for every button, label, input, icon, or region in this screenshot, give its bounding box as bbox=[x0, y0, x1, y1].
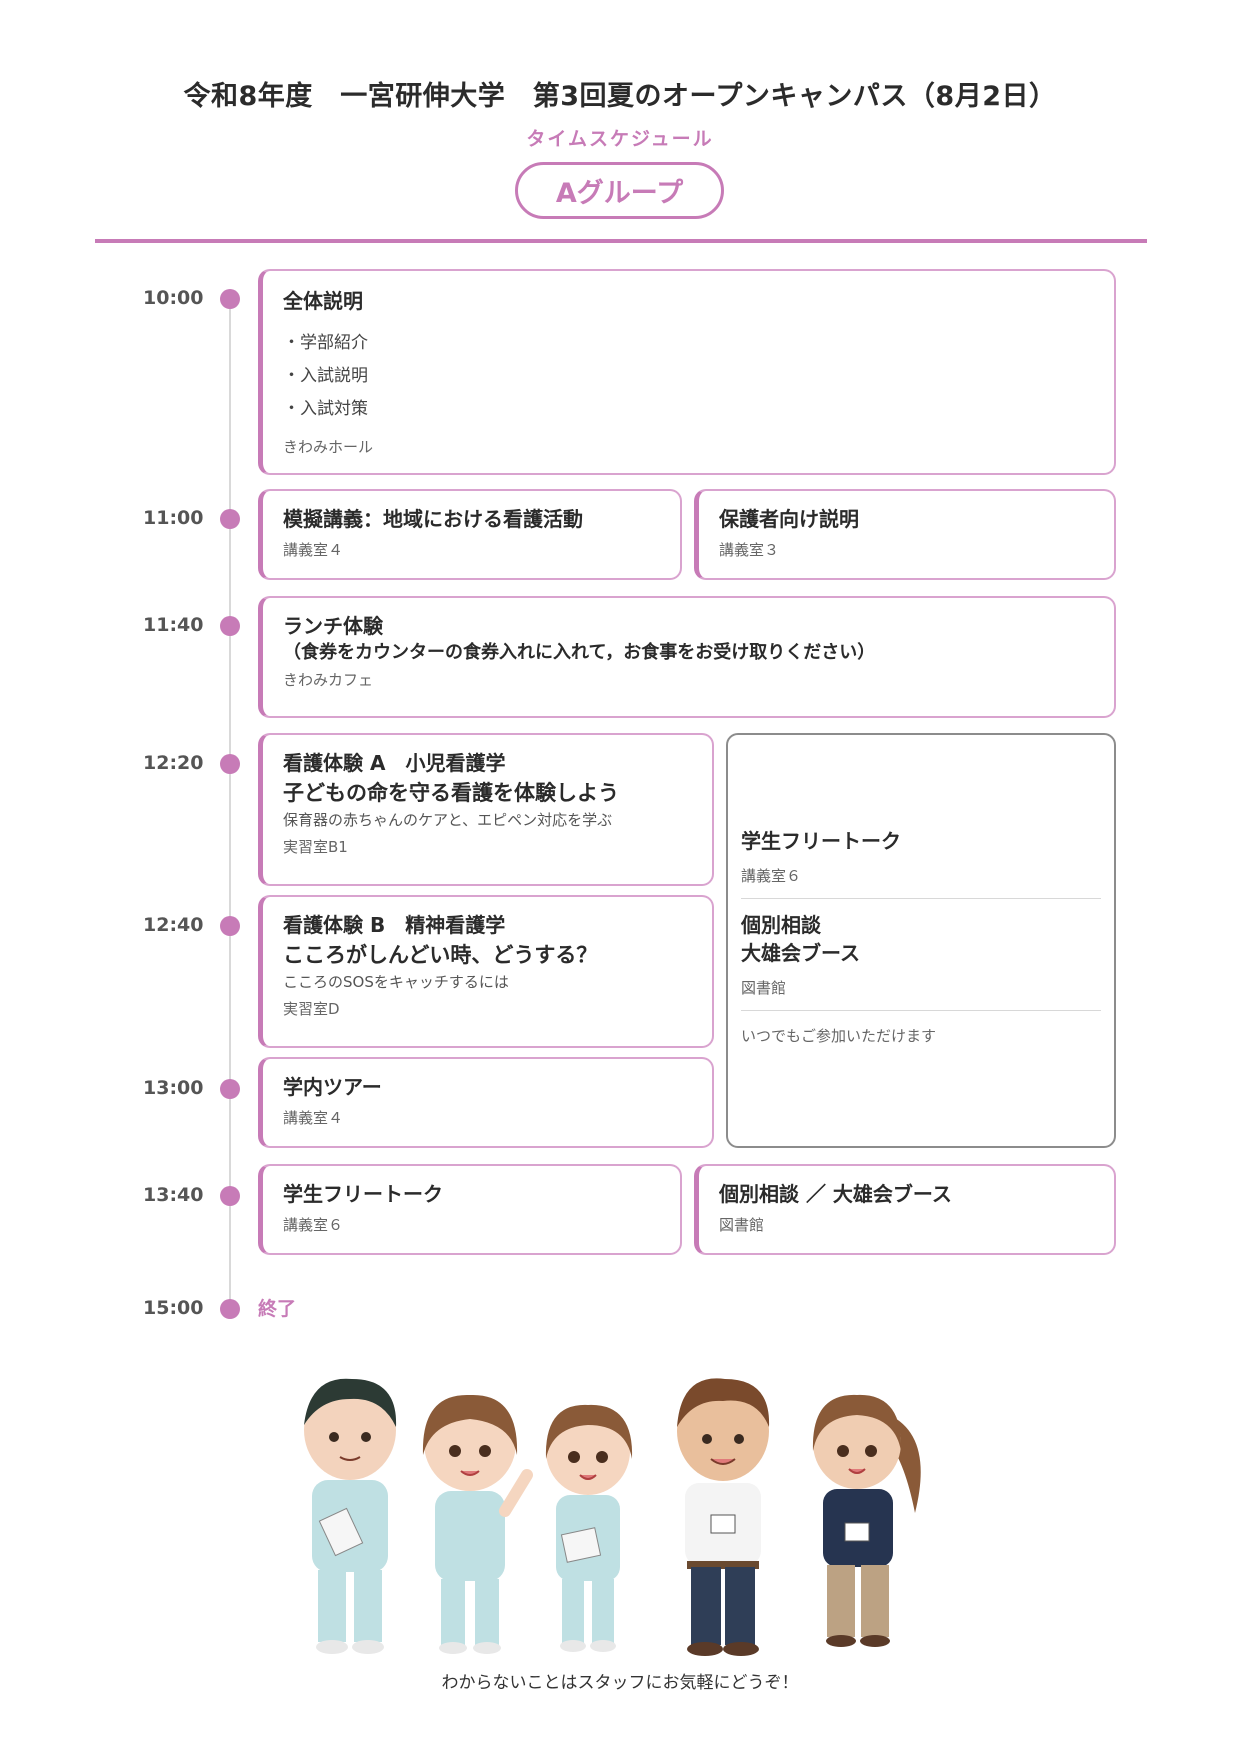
card-location: きわみホール bbox=[283, 438, 374, 456]
group-label: Aグループ bbox=[555, 178, 684, 209]
header-divider bbox=[95, 239, 1147, 243]
card-subtitle: 子どもの命を守る看護を体験しよう bbox=[283, 781, 619, 805]
bullet-item: ・入試対策 bbox=[283, 399, 368, 419]
time-label: 15:00 bbox=[143, 1297, 204, 1319]
schedule-card-1340-talk: 学生フリートーク 講義室６ bbox=[258, 1164, 682, 1255]
group-badge: Aグループ bbox=[515, 162, 724, 219]
divider bbox=[741, 1010, 1101, 1011]
consult-subtitle: 大雄会ブース bbox=[741, 941, 860, 965]
consult-title: 個別相談 bbox=[741, 913, 821, 937]
schedule-card-1240: 看護体験 B 精神看護学 こころがしんどい時、どうする？ こころのSOSをキャッ… bbox=[258, 895, 714, 1048]
schedule-card-1340-consult: 個別相談 ／ 大雄会ブース 図書館 bbox=[694, 1164, 1116, 1255]
card-title: 学生フリートーク bbox=[283, 1182, 443, 1206]
card-location: 講義室３ bbox=[719, 541, 780, 559]
person-male-staff bbox=[677, 1378, 770, 1656]
timeline-dot bbox=[220, 754, 240, 774]
person-female-staff bbox=[812, 1394, 921, 1647]
time-label: 13:40 bbox=[143, 1184, 204, 1206]
staff-group-illustration bbox=[304, 1378, 921, 1656]
card-description: 保育器の赤ちゃんのケアと、エピペン対応を学ぶ bbox=[283, 811, 613, 830]
anytime-card: 学生フリートーク 講義室６ 個別相談 大雄会ブース 図書館 いつでもご参加いただ… bbox=[726, 733, 1116, 1148]
card-title: 全体説明 bbox=[283, 289, 363, 313]
end-label: 終了 bbox=[258, 1298, 297, 1320]
divider bbox=[741, 898, 1101, 899]
schedule-card-1220: 看護体験 A 小児看護学 子どもの命を守る看護を体験しよう 保育器の赤ちゃんのケ… bbox=[258, 733, 714, 886]
card-title: ランチ体験 bbox=[283, 614, 383, 638]
time-label: 11:00 bbox=[143, 507, 204, 529]
talk-title: 学生フリートーク bbox=[741, 829, 901, 853]
timeline-line bbox=[229, 296, 231, 1308]
bullet-list: ・学部紹介 ・入試説明 ・入試対策 bbox=[283, 327, 1094, 426]
card-location: 講義室６ bbox=[283, 1216, 344, 1234]
card-title: 看護体験 A 小児看護学 bbox=[283, 751, 506, 775]
schedule-card-1100-lecture: 模擬講義：地域における看護活動 講義室４ bbox=[258, 489, 682, 580]
card-location: 図書館 bbox=[719, 1216, 765, 1234]
anytime-spacer bbox=[741, 735, 1101, 827]
consult-location: 図書館 bbox=[741, 979, 787, 997]
timeline-dot bbox=[220, 509, 240, 529]
time-label: 10:00 bbox=[143, 287, 204, 309]
page-subtitle: タイムスケジュール bbox=[526, 128, 714, 150]
time-label: 11:40 bbox=[143, 614, 204, 636]
timeline-dot bbox=[220, 616, 240, 636]
card-subtitle: こころがしんどい時、どうする？ bbox=[283, 943, 598, 967]
card-title: 学内ツアー bbox=[283, 1075, 382, 1099]
card-title: 個別相談 ／ 大雄会ブース bbox=[719, 1182, 952, 1206]
card-title: 保護者向け説明 bbox=[719, 507, 859, 531]
card-note: （食券をカウンターの食券入れに入れて，お食事をお受け取りください） bbox=[283, 642, 876, 663]
card-location: 講義室４ bbox=[283, 541, 344, 559]
timeline-dot bbox=[220, 1299, 240, 1319]
schedule-card-1300: 学内ツアー 講義室４ bbox=[258, 1057, 714, 1148]
card-description: こころのSOSをキャッチするには bbox=[283, 973, 509, 992]
card-title: 看護体験 B 精神看護学 bbox=[283, 913, 506, 937]
timeline-dot bbox=[220, 1079, 240, 1099]
page-title: 令和8年度 一宮研伸大学 第3回夏のオープンキャンパス（8月2日） bbox=[183, 81, 1057, 112]
time-label: 12:20 bbox=[143, 752, 204, 774]
timeline-dot bbox=[220, 289, 240, 309]
anytime-note: いつでもご参加いただけます bbox=[741, 1027, 937, 1045]
time-label: 12:40 bbox=[143, 914, 204, 936]
time-label: 13:00 bbox=[143, 1077, 204, 1099]
bullet-item: ・学部紹介 bbox=[283, 333, 368, 353]
timeline-dot bbox=[220, 1186, 240, 1206]
talk-location: 講義室６ bbox=[741, 867, 802, 885]
card-location: 実習室D bbox=[283, 1000, 340, 1019]
person-female-nurse-2 bbox=[545, 1404, 633, 1652]
schedule-card-1140: ランチ体験 （食券をカウンターの食券入れに入れて，お食事をお受け取りください） … bbox=[258, 596, 1116, 718]
person-female-nurse-1 bbox=[422, 1394, 533, 1654]
footer-note: わからないことはスタッフにお気軽にどうぞ！ bbox=[441, 1673, 799, 1693]
card-location: 実習室B1 bbox=[283, 838, 348, 857]
schedule-card-1100-parents: 保護者向け説明 講義室３ bbox=[694, 489, 1116, 580]
card-title: 模擬講義：地域における看護活動 bbox=[283, 507, 583, 531]
card-location: きわみカフェ bbox=[283, 671, 374, 690]
bullet-item: ・入試説明 bbox=[283, 366, 368, 386]
timeline-dot bbox=[220, 916, 240, 936]
person-male-nurse bbox=[304, 1378, 397, 1654]
card-location: 講義室４ bbox=[283, 1109, 344, 1127]
schedule-card-1000: 全体説明 ・学部紹介 ・入試説明 ・入試対策 きわみホール bbox=[258, 269, 1116, 475]
